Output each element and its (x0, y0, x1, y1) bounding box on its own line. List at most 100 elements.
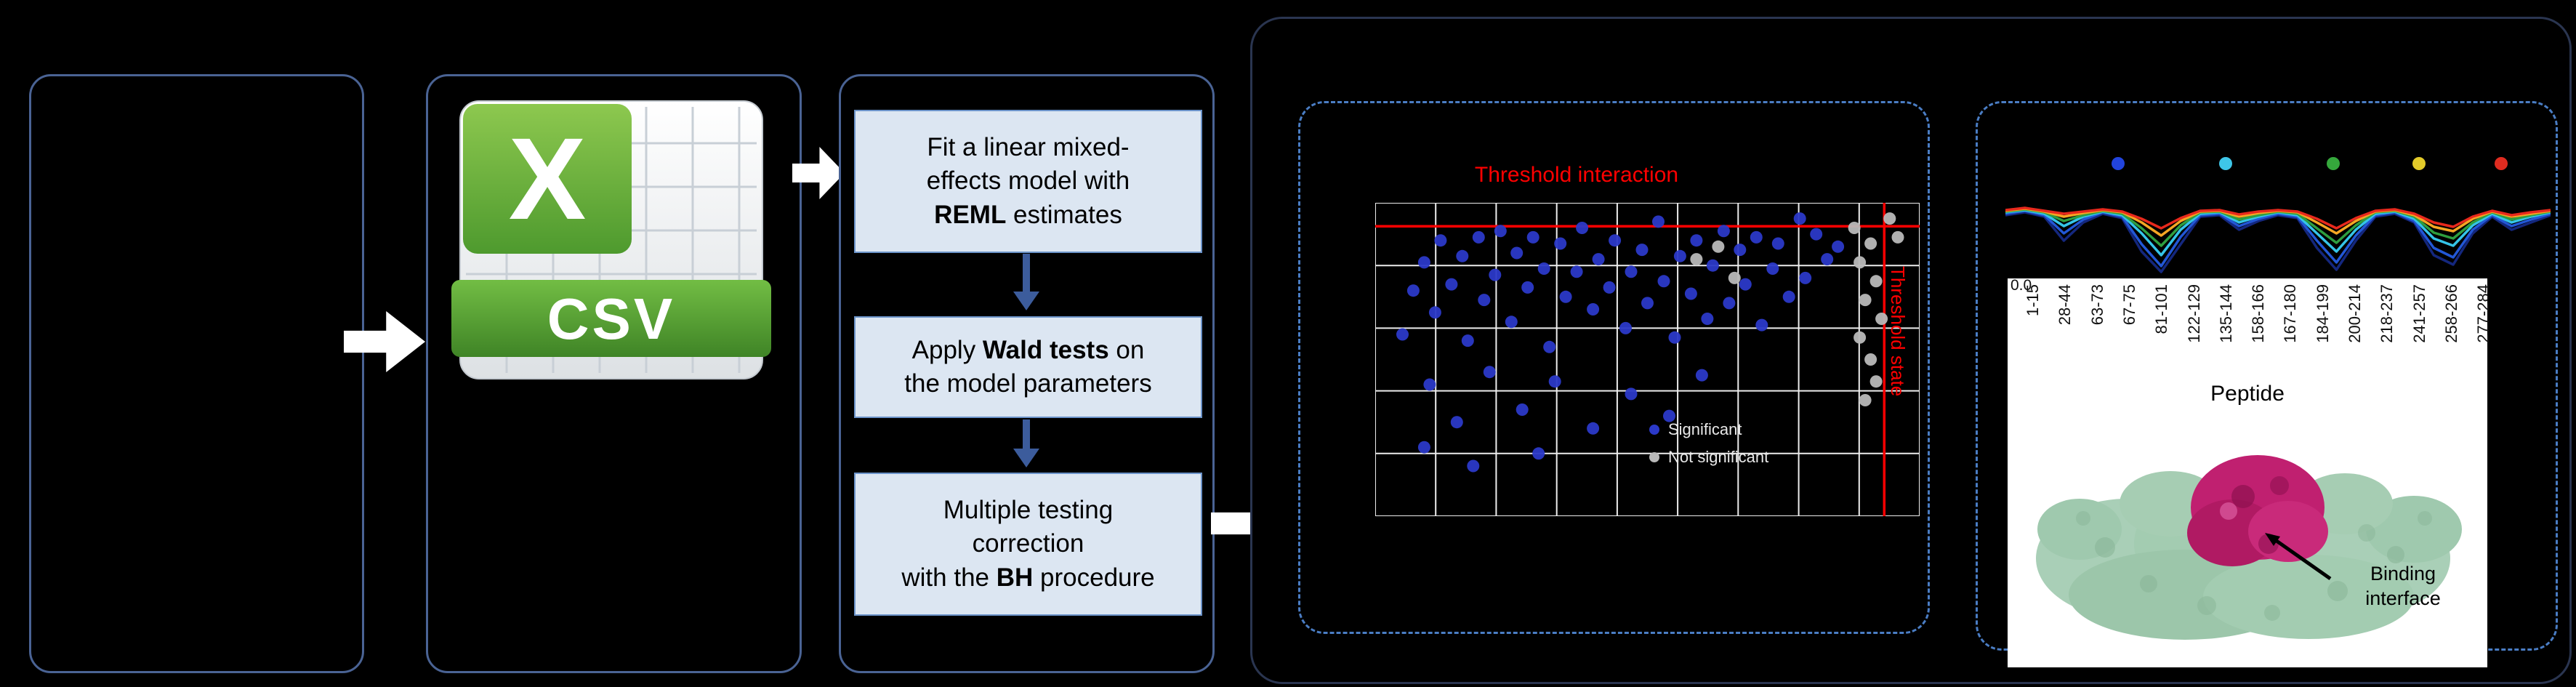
peptide-tick-label: 135-144 (2216, 284, 2235, 343)
scatter-point (1450, 416, 1463, 429)
legend-dot-not-significant (1649, 452, 1659, 462)
scatter-point (1587, 422, 1600, 435)
scatter-point (1706, 259, 1719, 272)
step3-line2: correction (972, 529, 1084, 558)
scatter-point (1869, 375, 1883, 388)
step3-line1: Multiple testing (943, 496, 1114, 525)
scatter-legend: Significant Not significant (1649, 420, 1768, 475)
scatter-point (1406, 284, 1420, 297)
scatter-point (1516, 403, 1529, 416)
scatter-point (1766, 262, 1779, 275)
uptake-series-line (2005, 209, 2551, 268)
scatter-point (1663, 409, 1675, 422)
y-axis-tick: 0.0 (2011, 277, 2032, 294)
volcano-scatter-plot (1375, 203, 1920, 516)
excel-x-tile (463, 104, 632, 254)
peptide-tick-label: 1-15 (2024, 284, 2042, 317)
legend-row-not-significant: Not significant (1649, 448, 1768, 467)
peptide-tick-label: 200-214 (2346, 284, 2364, 343)
scatter-point (1423, 378, 1436, 391)
scatter-point (1521, 281, 1534, 294)
scatter-point (1782, 290, 1795, 303)
legend-label-significant: Significant (1668, 420, 1742, 438)
peptide-tick-label: 122-129 (2184, 284, 2203, 343)
scatter-point (1793, 212, 1806, 225)
step3-pre: with the (901, 563, 997, 592)
scatter-point (1456, 249, 1469, 262)
scatter-point (1668, 331, 1681, 344)
scatter-point (1428, 306, 1441, 319)
scatter-point (1472, 230, 1485, 244)
panel-csv-input: X CSV (426, 74, 802, 673)
peptide-tick-label: 67-75 (2120, 284, 2138, 326)
scatter-point (1728, 271, 1741, 284)
scatter-point (1717, 225, 1730, 238)
scatter-point (1859, 294, 1872, 307)
scatter-point (1750, 230, 1763, 244)
scatter-point (1859, 394, 1872, 406)
scatter-point (1603, 281, 1616, 294)
scatter-point (1712, 240, 1725, 253)
scatter-point (1864, 353, 1877, 366)
scatter-point (1652, 215, 1665, 228)
scatter-point (1417, 256, 1430, 269)
scatter-point (1532, 447, 1545, 460)
csv-ribbon (451, 280, 771, 357)
scatter-point (1755, 318, 1768, 332)
scatter-point (1891, 230, 1904, 244)
panel-empty-left (29, 74, 364, 673)
step-bh-correction: Multiple testing correction with the BH … (854, 473, 1202, 616)
scatter-point (1445, 278, 1458, 291)
uptake-legend-dot (2112, 157, 2125, 170)
peptide-tick-label: 218-237 (2378, 284, 2396, 343)
step2-bold: Wald tests (982, 335, 1109, 364)
scatter-point (1417, 441, 1430, 454)
step1-bold: REML (934, 200, 1007, 229)
binding-interface-arrow (2265, 533, 2332, 581)
scatter-point (1461, 334, 1474, 347)
peptide-tick-label: 277-284 (2474, 284, 2493, 343)
legend-row-significant: Significant (1649, 420, 1768, 439)
scatter-point (1657, 275, 1670, 288)
scatter-point (1396, 328, 1409, 341)
step3-post: procedure (1033, 563, 1155, 592)
scatter-point (1799, 271, 1812, 284)
scatter-point (1853, 256, 1867, 269)
excel-x-glyph: X (509, 113, 587, 244)
binding-interface-region (2187, 455, 2328, 566)
step-bh-text: Multiple testing correction with the BH … (901, 494, 1154, 595)
scatter-point (1548, 375, 1561, 388)
scatter-point (1832, 240, 1845, 253)
peptide-tick-label: 63-73 (2088, 284, 2106, 326)
step-wald-text: Apply Wald tests on the model parameters (904, 334, 1151, 401)
scatter-point (1673, 249, 1686, 262)
scatter-point (1467, 459, 1480, 473)
peptide-tick-label: 81-101 (2152, 284, 2171, 334)
uptake-line-chart (2005, 206, 2551, 273)
peptide-tick-label: 184-199 (2313, 284, 2332, 343)
scatter-point (1526, 230, 1539, 244)
binding-interface-label: Binding interface (2365, 563, 2441, 609)
scatter-point (1723, 297, 1736, 310)
csv-file-icon: X CSV (451, 100, 771, 379)
threshold-state-label: Threshold state (1887, 266, 1909, 397)
peptide-tick-label: 258-266 (2442, 284, 2460, 343)
scatter-point (1739, 278, 1752, 291)
legend-label-not-significant: Not significant (1668, 448, 1769, 466)
uptake-legend-dot (2495, 157, 2508, 170)
step2-pre: Apply (911, 335, 983, 364)
scatter-point (1848, 222, 1861, 234)
scatter-point (1734, 244, 1747, 257)
scatter-point (1883, 212, 1896, 225)
scatter-point (1684, 287, 1697, 300)
scatter-point (1576, 222, 1589, 234)
scatter-point (1771, 237, 1784, 250)
scatter-point (1489, 268, 1502, 281)
scatter-point (1505, 316, 1518, 329)
scatter-point (1853, 331, 1867, 344)
step1-post: estimates (1006, 200, 1122, 229)
scatter-point (1592, 253, 1605, 266)
step-fit-model-text: Fit a linear mixed- effects model with R… (927, 131, 1130, 232)
